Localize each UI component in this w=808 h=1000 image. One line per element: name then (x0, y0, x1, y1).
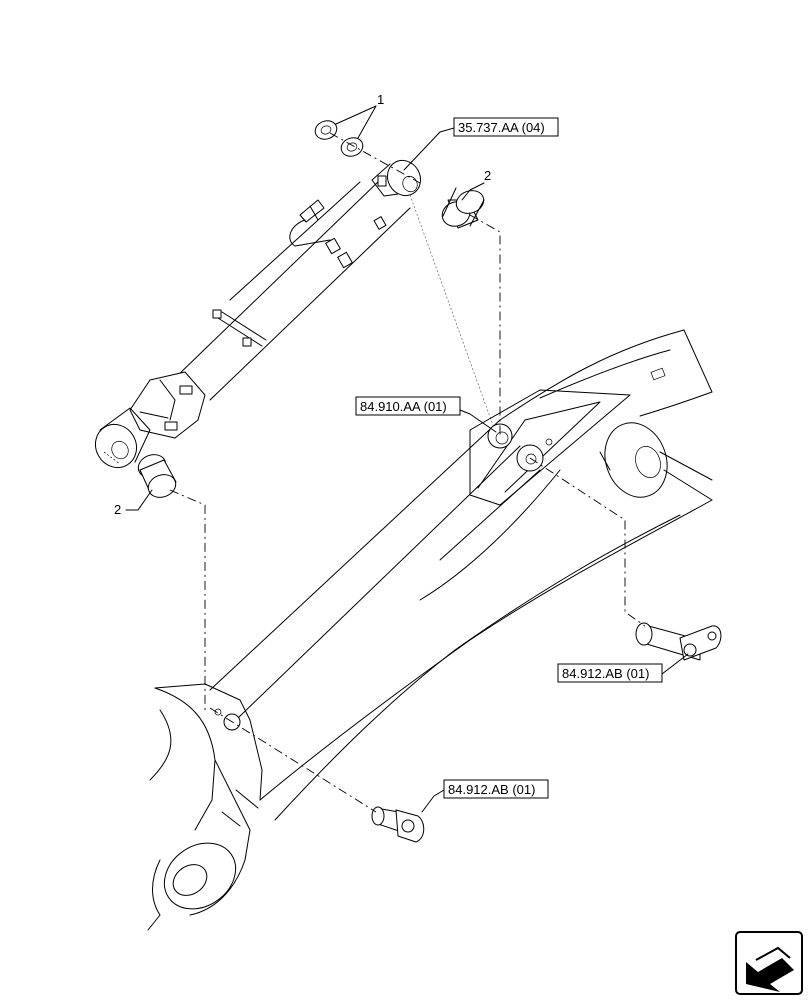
ref-boom-box[interactable]: 84.910.AA (01) (355, 396, 497, 433)
callout-2-bottom: 2 (114, 489, 153, 517)
bushing-top (441, 187, 485, 229)
assembly-lines (103, 132, 646, 813)
svg-text:1: 1 (377, 92, 384, 107)
pin-bottom (371, 806, 425, 843)
svg-text:84.910.AA (01): 84.910.AA (01) (360, 399, 447, 414)
arrow-navigation-icon[interactable] (735, 931, 803, 995)
callout-1: 1 (335, 92, 384, 139)
pin-right (635, 622, 722, 661)
svg-text:35.737.AA (04): 35.737.AA (04) (458, 120, 545, 135)
svg-text:84.912.AB (01): 84.912.AB (01) (448, 782, 535, 797)
svg-text:2: 2 (484, 168, 491, 183)
washers (314, 120, 364, 157)
ref-pin-bottom-box[interactable]: 84.912.AB (01) (421, 779, 549, 813)
bushing-bottom (137, 454, 177, 498)
svg-text:2: 2 (114, 502, 121, 517)
ref-cylinder-box[interactable]: 35.737.AA (04) (403, 117, 559, 171)
ref-pin-right-box[interactable]: 84.912.AB (01) (557, 653, 689, 683)
callout-2-top: 2 (461, 168, 491, 201)
hydraulic-cylinder (94, 159, 422, 469)
svg-text:84.912.AB (01): 84.912.AB (01) (562, 666, 649, 681)
boom-arm (147, 329, 713, 931)
